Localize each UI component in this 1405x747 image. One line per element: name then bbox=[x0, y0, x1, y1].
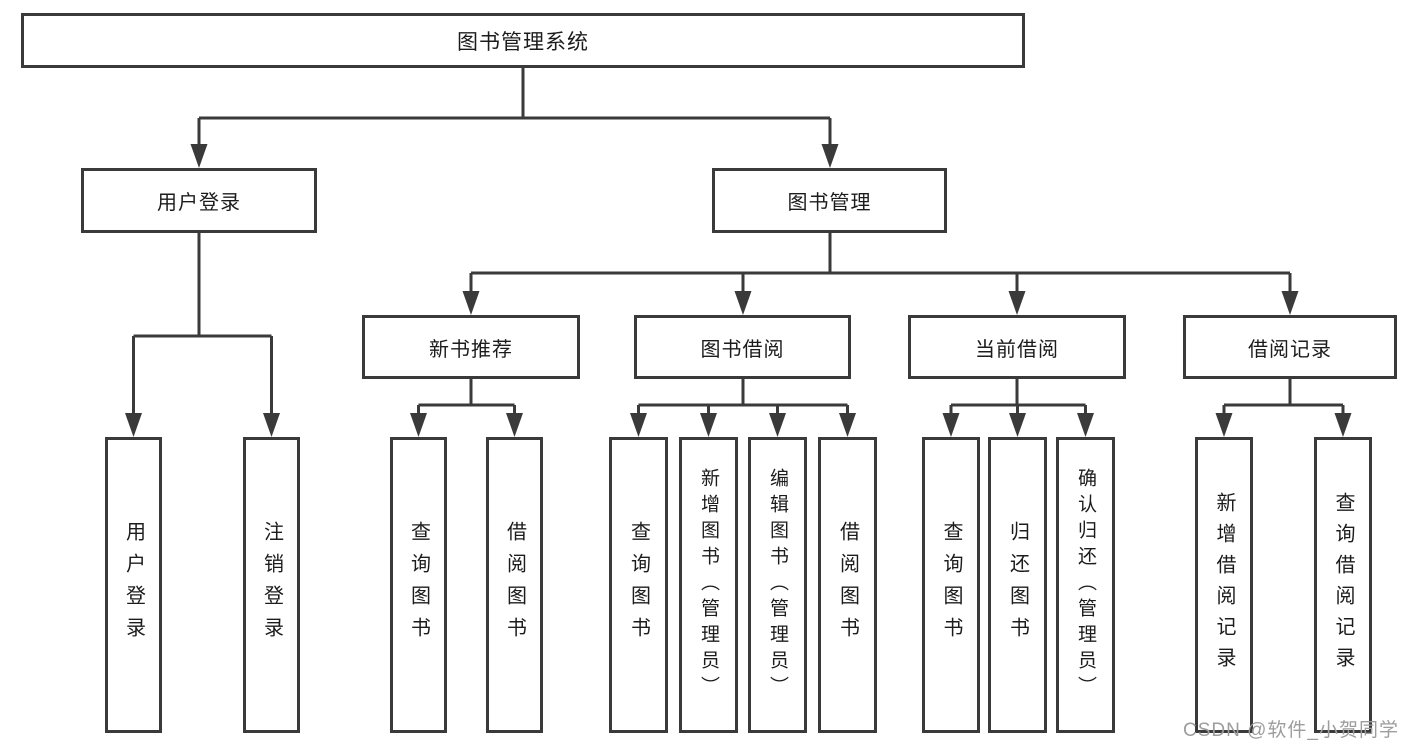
connector-new-book-split bbox=[417, 379, 516, 415]
arrowhead bbox=[410, 413, 427, 437]
node-borrow-records: 借阅记录 bbox=[1183, 315, 1397, 379]
leaf-add-borrow-record: 新增借阅记录 bbox=[1195, 437, 1253, 733]
arrowhead bbox=[769, 413, 786, 437]
node-book-management: 图书管理 bbox=[712, 168, 947, 233]
node-current-borrow-label: 当前借阅 bbox=[975, 338, 1059, 361]
connector-book-borrow-split bbox=[637, 379, 849, 415]
leaf-query-book-1: 查询图书 bbox=[390, 437, 447, 733]
leaf-edit-book-admin-label: 编辑图书（管理员） bbox=[767, 468, 788, 702]
leaf-logout: 注销登录 bbox=[243, 437, 300, 733]
node-book-management-label: 图书管理 bbox=[787, 192, 872, 214]
node-root-label: 图书管理系统 bbox=[457, 30, 589, 54]
arrowhead bbox=[700, 413, 717, 437]
leaf-borrow-book-1: 借阅图书 bbox=[486, 437, 543, 733]
node-root: 图书管理系统 bbox=[21, 13, 1025, 68]
leaf-return-book-label: 归还图书 bbox=[1006, 521, 1029, 649]
node-new-book-recommend: 新书推荐 bbox=[362, 315, 580, 379]
arrowhead bbox=[506, 413, 523, 437]
leaf-borrow-book-1-label: 借阅图书 bbox=[503, 521, 526, 649]
node-current-borrow: 当前借阅 bbox=[908, 315, 1126, 379]
leaf-borrow-book-2-label: 借阅图书 bbox=[836, 521, 859, 649]
leaf-logout-label: 注销登录 bbox=[260, 521, 283, 649]
arrowhead bbox=[1281, 291, 1299, 315]
connector-user-login-split bbox=[132, 233, 273, 415]
node-user-login: 用户登录 bbox=[81, 168, 317, 233]
leaf-add-borrow-record-label: 新增借阅记录 bbox=[1213, 492, 1235, 678]
arrowhead bbox=[1215, 413, 1233, 437]
csdn-watermark: CSDN @软件_小贺同学 bbox=[1183, 720, 1399, 741]
leaf-query-book-3-label: 查询图书 bbox=[940, 521, 962, 649]
leaf-query-book-3: 查询图书 bbox=[922, 437, 980, 733]
leaf-query-borrow-record: 查询借阅记录 bbox=[1314, 437, 1372, 733]
arrowhead bbox=[630, 413, 647, 437]
leaf-query-borrow-record-label: 查询借阅记录 bbox=[1332, 492, 1354, 678]
node-borrow-records-label: 借阅记录 bbox=[1248, 338, 1332, 361]
leaf-query-book-1-label: 查询图书 bbox=[407, 521, 430, 649]
node-book-borrow: 图书借阅 bbox=[634, 315, 851, 379]
leaf-borrow-book-2: 借阅图书 bbox=[818, 437, 877, 733]
arrowhead bbox=[462, 291, 480, 315]
leaf-add-book-admin-label: 新增图书（管理员） bbox=[698, 468, 719, 702]
leaf-query-book-2-label: 查询图书 bbox=[627, 521, 650, 649]
leaf-return-book: 归还图书 bbox=[988, 437, 1047, 733]
arrowhead bbox=[821, 144, 839, 168]
connector-borrow-records-split bbox=[1222, 379, 1345, 415]
connector-book-management-split bbox=[469, 233, 1292, 293]
arrowhead bbox=[942, 413, 960, 437]
arrowhead bbox=[125, 413, 142, 437]
arrowhead bbox=[1009, 413, 1026, 437]
node-new-book-recommend-label: 新书推荐 bbox=[429, 338, 513, 361]
leaf-user-login-label: 用户登录 bbox=[122, 521, 145, 649]
arrowhead bbox=[1077, 413, 1094, 437]
connector-root-split bbox=[197, 68, 832, 146]
node-book-borrow-label: 图书借阅 bbox=[700, 338, 785, 361]
arrowhead bbox=[190, 144, 208, 168]
arrowhead bbox=[734, 291, 752, 315]
leaf-edit-book-admin: 编辑图书（管理员） bbox=[748, 437, 807, 733]
arrowhead bbox=[1334, 413, 1352, 437]
leaf-confirm-return-admin-label: 确认归还（管理员） bbox=[1075, 468, 1096, 702]
node-user-login-label: 用户登录 bbox=[157, 192, 241, 214]
leaf-confirm-return-admin: 确认归还（管理员） bbox=[1056, 437, 1115, 733]
arrowhead bbox=[839, 413, 856, 437]
connector-current-borrow-split bbox=[949, 379, 1087, 415]
leaf-query-book-2: 查询图书 bbox=[609, 437, 668, 733]
leaf-user-login: 用户登录 bbox=[105, 437, 162, 733]
leaf-add-book-admin: 新增图书（管理员） bbox=[679, 437, 738, 733]
arrowhead bbox=[1008, 291, 1026, 315]
arrowhead bbox=[263, 413, 280, 437]
